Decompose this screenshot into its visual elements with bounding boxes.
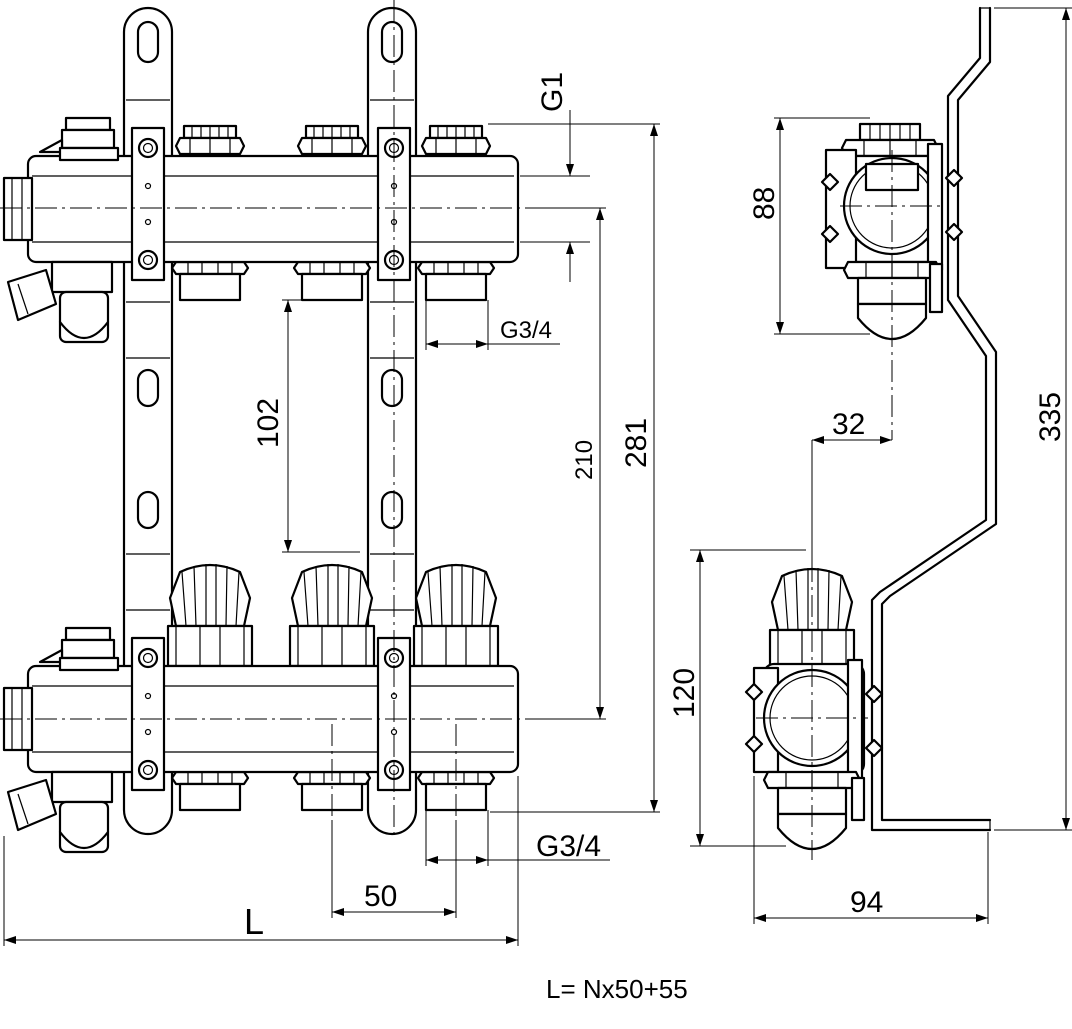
- label-dim-120: 120: [668, 668, 701, 718]
- side-view-dimensions: [690, 7, 1072, 924]
- label-dim-32: 32: [832, 408, 865, 441]
- label-dim-281: 281: [620, 418, 653, 468]
- label-dim-102: 102: [252, 398, 285, 448]
- label-g1: G1: [536, 72, 569, 112]
- label-dim-50: 50: [364, 880, 397, 913]
- side-view: [744, 6, 998, 860]
- label-dim-210: 210: [571, 440, 598, 480]
- front-view: [0, 0, 546, 854]
- supply-bar: [2, 116, 520, 344]
- lower-side-assembly: [744, 566, 884, 851]
- label-dim-l: L: [244, 901, 264, 942]
- return-bar: [2, 562, 520, 854]
- length-formula: L= Nx50+55: [546, 974, 688, 1004]
- label-dim-94: 94: [850, 886, 883, 919]
- label-dim-88: 88: [748, 187, 781, 220]
- label-g34-bottom: G3/4: [536, 830, 601, 863]
- label-g34-top: G3/4: [500, 317, 552, 344]
- bracket-slots: [136, 20, 404, 530]
- wall-bracket: [870, 6, 998, 832]
- label-dim-335: 335: [1034, 392, 1067, 442]
- front-view-dimensions: [3, 110, 660, 946]
